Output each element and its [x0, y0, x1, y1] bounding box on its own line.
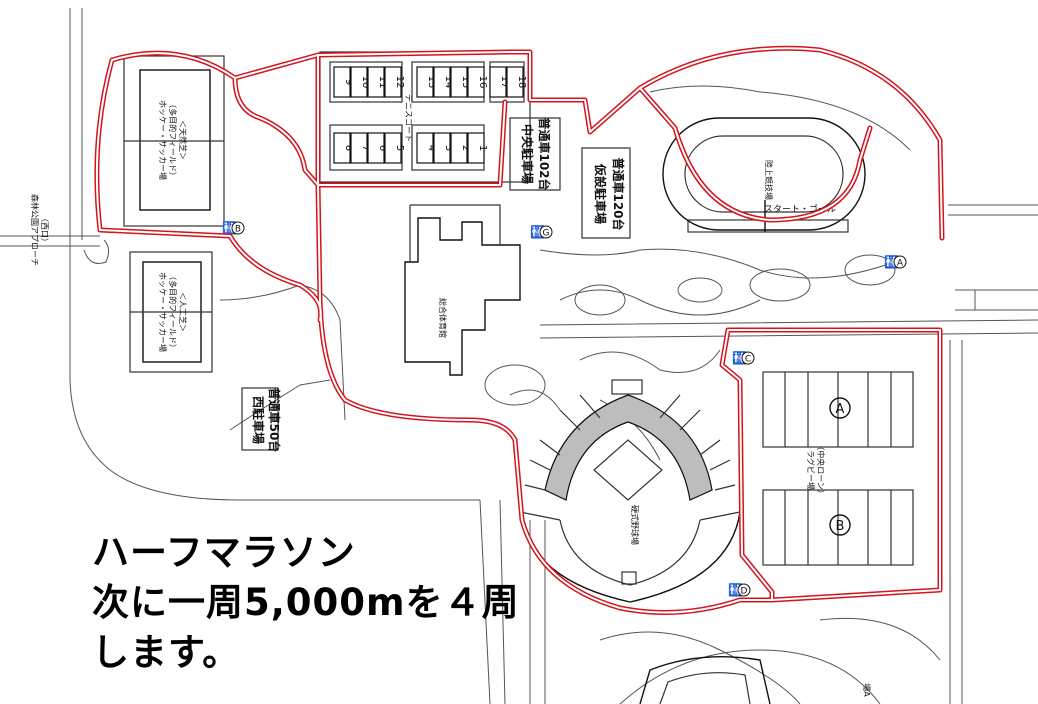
tennis-court-2	[450, 132, 468, 164]
tennis-court-number: 3	[443, 145, 454, 151]
tennis-court-12	[384, 66, 402, 98]
tennis-court-number: 16	[477, 76, 488, 89]
toilet-letter: B	[235, 225, 241, 235]
toilet-d-icon: 🚻D	[728, 583, 751, 597]
tennis-court-6	[367, 132, 385, 164]
tennis-court-10	[350, 66, 368, 98]
temp-parking: 仮設駐車場 普通車120台	[581, 147, 631, 239]
hockey-lower-label-c: ＜人工芝＞	[178, 292, 188, 332]
caption-line-3: します。	[92, 631, 241, 674]
hockey-lower-label-a: ホッケー・サッカー場	[158, 272, 168, 352]
tennis-court-16	[467, 66, 485, 98]
gym-label: 総合体育館	[438, 298, 448, 338]
tennis-court-number: 12	[394, 76, 405, 89]
tennis-court-1	[467, 132, 485, 164]
toilet-letter: D	[741, 587, 748, 597]
field-b-label: B	[836, 519, 845, 534]
toilet-markers: 🚻B 🚻G 🚻A 🚻C 🚻D	[222, 221, 907, 597]
marathon-route	[94, 45, 945, 615]
tennis-court-number: 5	[394, 145, 405, 151]
caption: ハーフマラソン 次に一周5,000mを４周 します。	[92, 528, 520, 678]
bottom-label: 場A	[862, 683, 872, 697]
rugby-fields: A B ラグビー場 （中央ローン）	[762, 371, 914, 566]
tennis-court-number: 15	[460, 76, 471, 89]
tennis-court-8	[333, 132, 351, 164]
west-parking-label-a: 西駐車場	[251, 396, 266, 444]
hockey-upper-label-b: （多目的フィールド）	[168, 100, 178, 180]
tennis-court-5	[384, 132, 402, 164]
walkways	[0, 8, 1038, 704]
toilet-letter: G	[543, 229, 550, 239]
tennis-court-number: 8	[343, 145, 354, 151]
hockey-lower-label-b: （多目的フィールド）	[168, 272, 178, 352]
tennis-court-number: 11	[377, 76, 388, 89]
toilet-letter: A	[897, 259, 904, 269]
tennis-court-number: 7	[360, 145, 371, 151]
tennis-court-number: 4	[426, 145, 437, 151]
tennis-court-3	[433, 132, 451, 164]
bottom-building: 場A	[639, 655, 872, 704]
toilet-letter: C	[745, 355, 751, 365]
tennis-court-7	[350, 132, 368, 164]
tennis-court-number: 17	[499, 76, 510, 89]
tennis-court-11	[367, 66, 385, 98]
tennis-court-number: 14	[443, 76, 454, 89]
tennis-court-4	[416, 132, 434, 164]
tennis-court-number: 2	[460, 145, 471, 151]
hockey-upper-label-c: ＜天然芝＞	[178, 120, 188, 160]
temp-parking-label-a: 仮設駐車場	[593, 163, 608, 224]
toilet-a-icon: 🚻A	[884, 255, 907, 269]
toilet-g-icon: 🚻G	[530, 225, 553, 239]
west-parking-label-b: 普通車50台	[267, 388, 282, 453]
tennis-court-number: 9	[343, 79, 354, 85]
tennis-court-17	[489, 66, 507, 98]
tennis-court-13	[416, 66, 434, 98]
rugby-label-a: ラグビー場	[806, 450, 816, 490]
tennis-court-15	[450, 66, 468, 98]
toilet-b-icon: 🚻B	[222, 221, 245, 235]
hockey-upper-label-a: ホッケー・サッカー場	[158, 100, 168, 180]
tennis-court-number: 13	[426, 76, 437, 89]
baseball-label: 硬式野球場	[630, 505, 640, 545]
tennis-court-number: 10	[360, 76, 371, 89]
tennis-court-number: 6	[377, 145, 388, 151]
central-parking: 中央駐車場 普通車102台	[509, 117, 561, 191]
rugby-label-b: （中央ローン）	[816, 442, 826, 498]
hockey-field-upper: ホッケー・サッカー場 （多目的フィールド） ＜天然芝＞	[123, 55, 225, 227]
central-parking-label-a: 中央駐車場	[520, 124, 535, 184]
track-label: 陸上競技場	[764, 160, 774, 200]
tennis-court-14	[433, 66, 451, 98]
central-parking-label-b: 普通車102台	[537, 117, 552, 190]
park-approach-label-b: （西口）	[40, 214, 49, 246]
tennis-court-number: 1	[477, 145, 488, 151]
west-parking: 西駐車場 普通車50台	[241, 387, 282, 453]
gymnasium: 総合体育館	[404, 204, 521, 376]
caption-line-2: 次に一周5,000mを４周	[92, 581, 520, 624]
park-approach-label-a: 森林公園アプローチ	[30, 194, 40, 266]
caption-line-1: ハーフマラソン	[92, 531, 356, 574]
tennis-label: テニスコート	[404, 94, 413, 142]
field-a-label: A	[836, 402, 845, 417]
temp-parking-label-b: 普通車120台	[611, 157, 626, 230]
hockey-field-lower: ホッケー・サッカー場 （多目的フィールド） ＜人工芝＞	[129, 251, 213, 373]
tennis-court-number: 18	[516, 76, 527, 89]
toilet-c-icon: 🚻C	[732, 351, 755, 365]
tennis-court-18	[506, 66, 524, 98]
tennis-court-9	[333, 66, 351, 98]
